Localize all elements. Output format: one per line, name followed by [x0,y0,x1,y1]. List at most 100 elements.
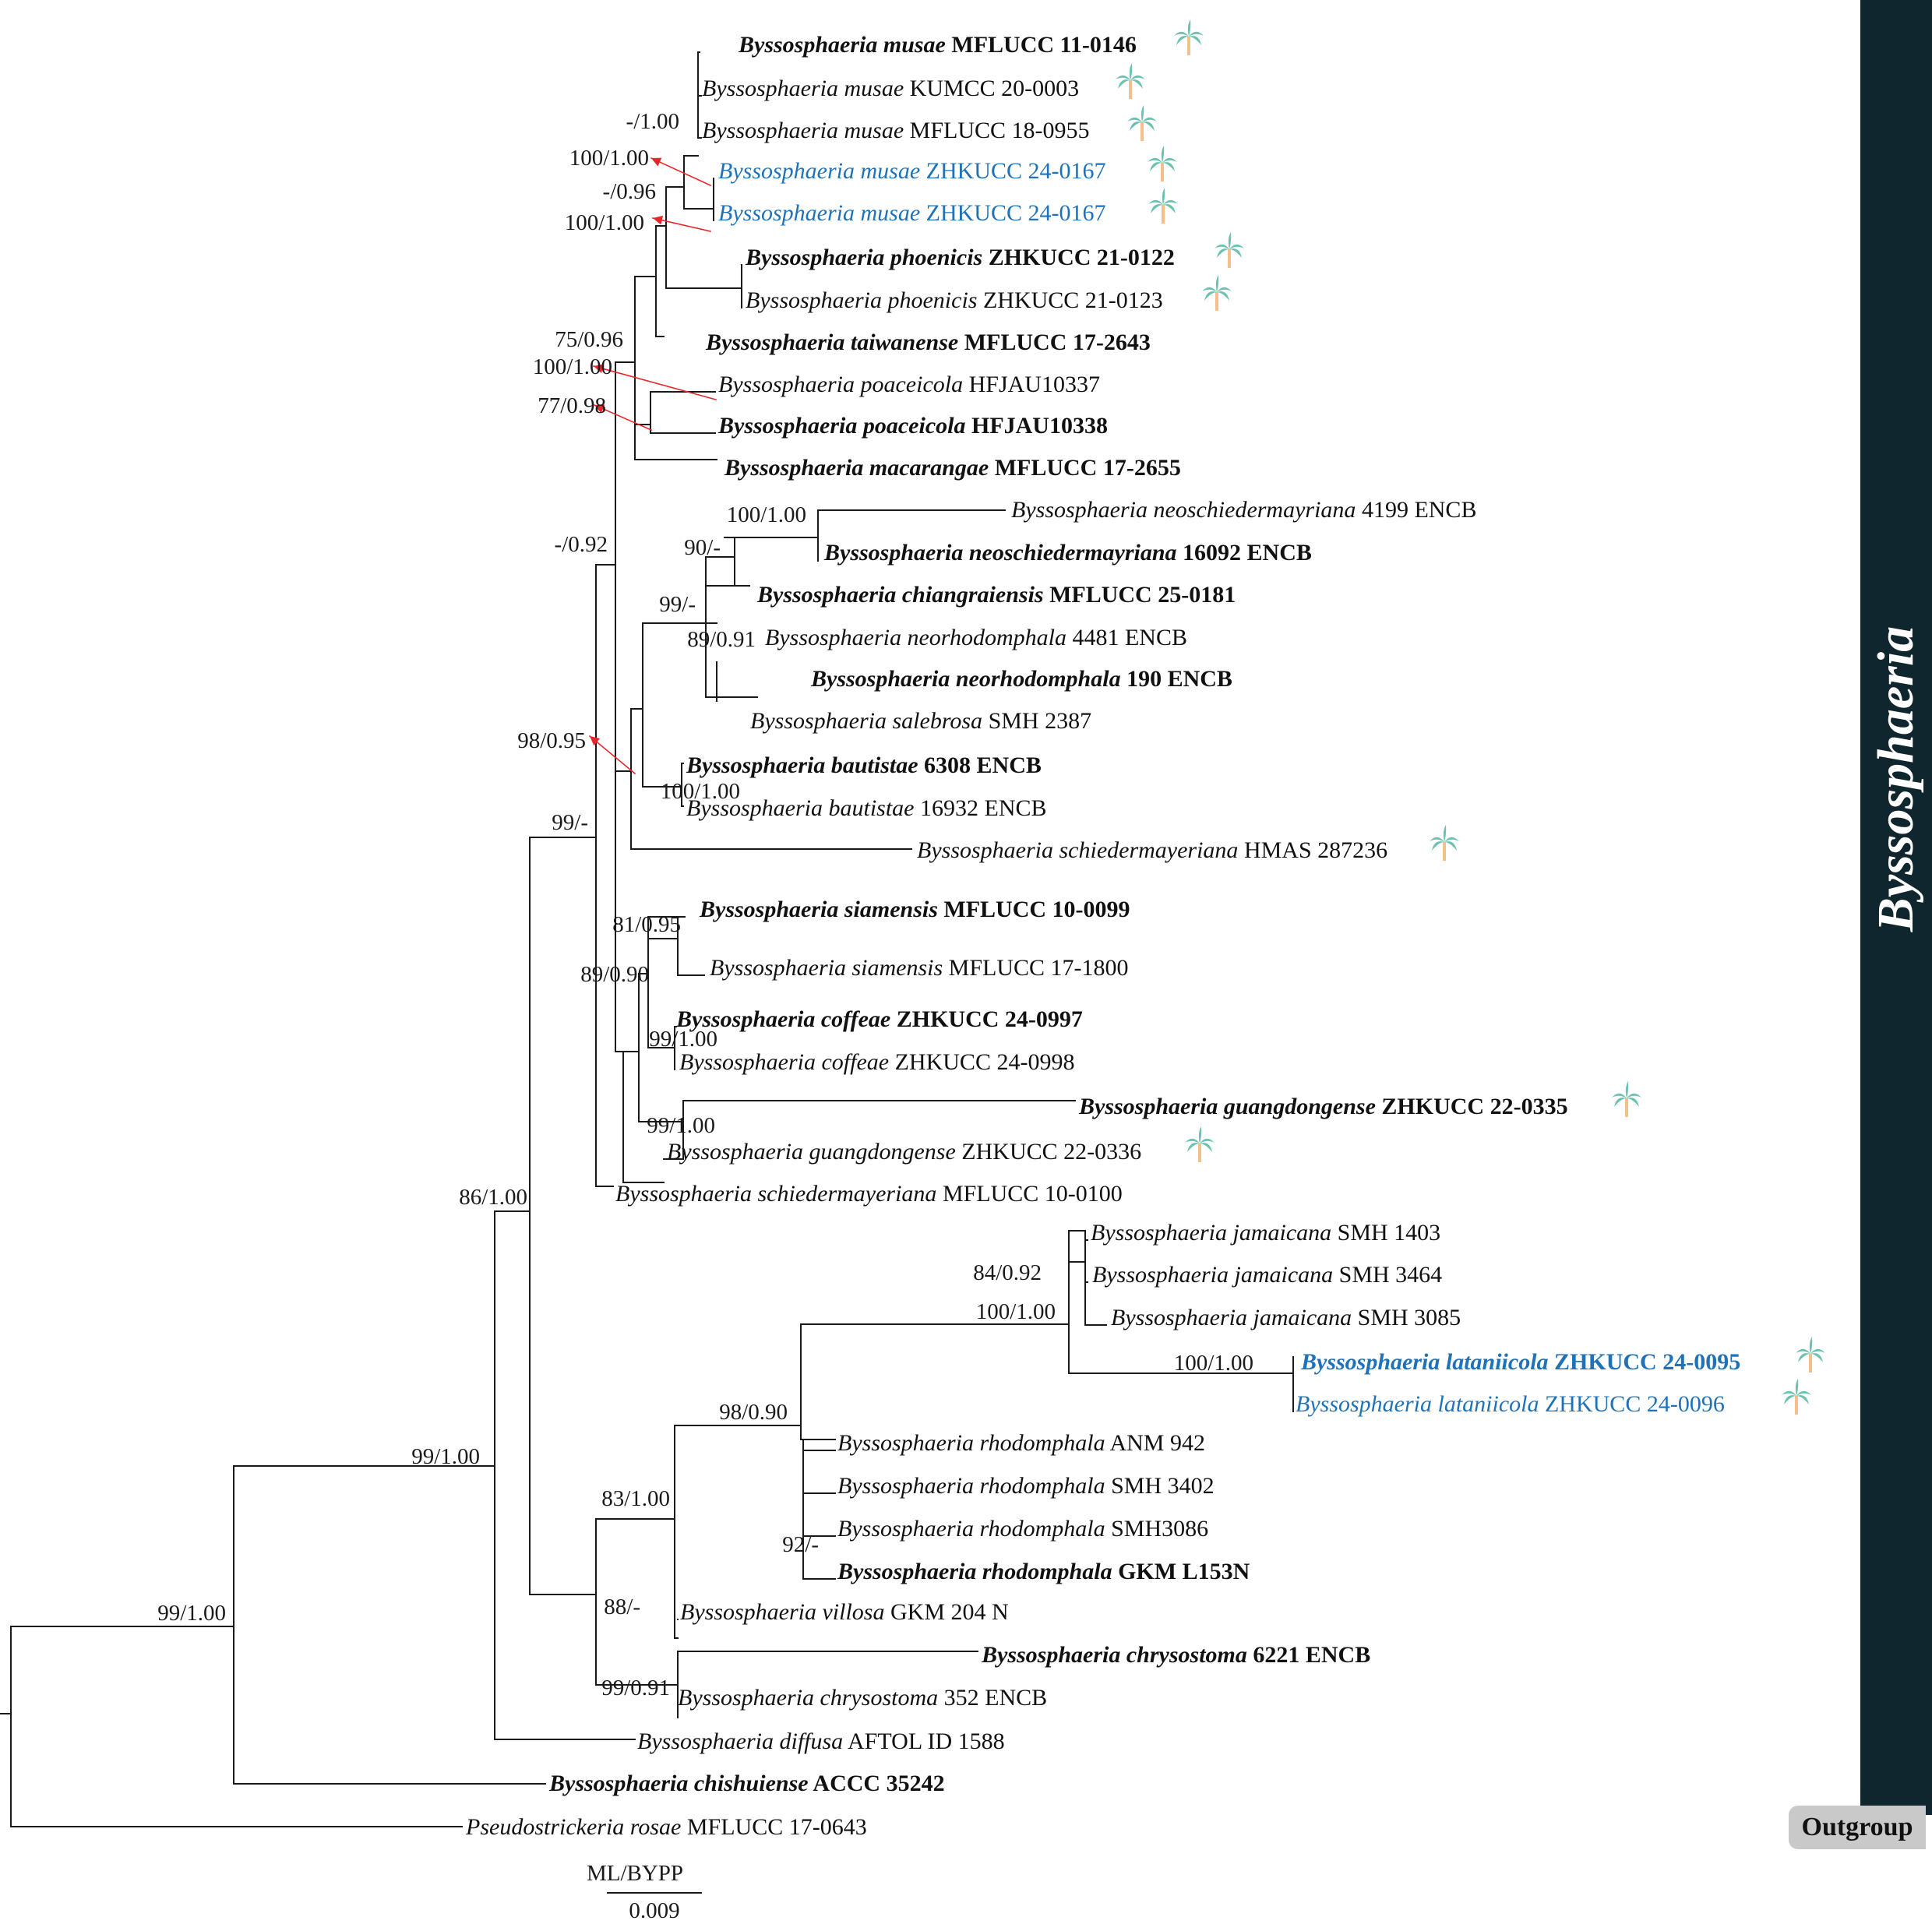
support-arrow [652,217,711,232]
taxon-label: Byssosphaeria rhodomphala SMH3086 [837,1516,1208,1542]
taxon-label: Byssosphaeria neoschiedermayriana 4199 E… [1011,497,1476,523]
tree-branches [0,51,1294,1827]
support-arrowhead [651,157,662,167]
taxon-label: Byssosphaeria musae ZHKUCC 24-0167 [718,158,1106,184]
support-value: 99/1.00 [157,1601,226,1626]
support-value: 86/1.00 [459,1185,527,1210]
taxon-label: Byssosphaeria musae MFLUCC 11-0146 [738,32,1137,58]
taxon-label: Byssosphaeria siamensis MFLUCC 17-1800 [710,955,1129,981]
support-arrowhead [653,215,664,225]
support-arrow [650,157,712,187]
taxon-label: Byssosphaeria musae ZHKUCC 24-0167 [718,200,1106,226]
palm-icon [1127,105,1157,141]
clade-label: Byssosphaeria [1867,625,1924,932]
taxon-label: Byssosphaeria salebrosa SMH 2387 [750,708,1091,734]
support-value: -/1.00 [626,109,679,134]
taxon-label: Byssosphaeria diffusa AFTOL ID 1588 [637,1728,1005,1754]
support-value: 99/1.00 [649,1027,717,1052]
palm-icon [1215,232,1244,268]
taxon-label: Byssosphaeria poaceicola HFJAU10337 [718,372,1100,397]
support-value: 75/0.96 [555,327,623,352]
support-value: 88/- [604,1595,640,1619]
outgroup-badge: Outgroup [1789,1806,1926,1849]
support-values: -/1.00100/1.00-/0.96100/1.0075/0.96100/1… [157,109,1253,1700]
support-value: 89/0.90 [580,962,649,987]
taxon-label: Byssosphaeria jamaicana SMH 1403 [1091,1220,1440,1246]
taxon-label: Byssosphaeria rhodomphala ANM 942 [837,1430,1205,1456]
support-value: 98/0.90 [719,1400,788,1425]
scale-legend: ML/BYPP 0.009 [587,1861,702,1923]
taxon-label: Byssosphaeria neoschiedermayriana 16092 … [823,540,1312,566]
support-value: 83/1.00 [601,1486,670,1511]
support-value: 92/- [782,1532,819,1557]
taxon-label: Byssosphaeria coffeae ZHKUCC 24-0997 [675,1006,1083,1032]
palm-icon [1430,825,1459,861]
taxon-label: Byssosphaeria musae KUMCC 20-0003 [702,76,1079,101]
palm-icon [1148,146,1177,181]
taxon-label: Byssosphaeria neorhodomphala 4481 ENCB [765,625,1187,650]
support-value: 81/0.95 [612,912,681,937]
scale-bar-label: 0.009 [629,1898,679,1923]
taxon-label: Byssosphaeria schiedermayeriana MFLUCC 1… [615,1181,1123,1207]
support-value: -/0.96 [603,179,656,204]
support-value: 99/- [659,592,696,617]
palm-icon [1782,1379,1811,1415]
support-legend: ML/BYPP [587,1861,683,1886]
palm-icon [1148,188,1178,224]
support-value: 99/1.00 [411,1444,480,1469]
taxon-label: Byssosphaeria neorhodomphala 190 ENCB [810,666,1232,692]
taxon-label: Byssosphaeria schiedermayeriana HMAS 287… [917,837,1387,863]
support-arrowhead [594,364,605,373]
taxon-labels: Byssosphaeria musae MFLUCC 11-0146Byssos… [465,32,1740,1840]
palm-icon [1612,1081,1641,1117]
taxon-label: Byssosphaeria poaceicola HFJAU10338 [717,413,1108,439]
support-value: 99/- [552,810,588,835]
taxon-label: Byssosphaeria lataniicola ZHKUCC 24-0096 [1296,1391,1725,1417]
support-value: 100/1.00 [565,210,644,235]
palm-icon [1796,1337,1825,1373]
taxon-label: Byssosphaeria phoenicis ZHKUCC 21-0122 [745,245,1175,270]
palm-icon [1202,275,1232,311]
taxon-label: Byssosphaeria coffeae ZHKUCC 24-0998 [679,1049,1074,1075]
taxon-label: Byssosphaeria chiangraiensis MFLUCC 25-0… [756,582,1236,608]
support-arrow [593,365,717,400]
support-arrows [588,157,717,775]
taxon-label: Byssosphaeria bautistae 6308 ENCB [686,752,1042,778]
taxon-label: Byssosphaeria bautistae 16932 ENCB [686,795,1047,821]
taxon-label: Byssosphaeria jamaicana SMH 3085 [1111,1305,1461,1330]
taxon-label: Pseudostrickeria rosae MFLUCC 17-0643 [465,1814,867,1840]
clade-bar [1860,0,1932,1815]
support-value: 100/1.00 [533,354,612,379]
palm-icon [1174,19,1204,55]
support-arrow [593,403,653,432]
support-value: 98/0.95 [517,728,586,753]
support-arrowhead [594,404,605,414]
support-value: 84/0.92 [973,1260,1042,1285]
support-value: 100/1.00 [569,146,649,171]
support-value: 100/1.00 [1174,1351,1253,1376]
support-arrow [588,735,636,775]
palm-icon [1116,63,1145,99]
taxon-label: Byssosphaeria siamensis MFLUCC 10-0099 [699,897,1130,922]
taxon-label: Byssosphaeria macarangae MFLUCC 17-2655 [724,455,1181,481]
taxon-label: Byssosphaeria jamaicana SMH 3464 [1092,1262,1442,1288]
taxon-label: Byssosphaeria musae MFLUCC 18-0955 [702,118,1090,143]
support-value: 99/0.91 [601,1676,670,1700]
palm-icon [1185,1126,1215,1162]
support-value: 100/1.00 [661,779,740,804]
taxon-label: Byssosphaeria guangdongense ZHKUCC 22-03… [1078,1094,1568,1119]
taxon-label: Byssosphaeria phoenicis ZHKUCC 21-0123 [746,287,1163,313]
support-value: 90/- [684,535,721,560]
taxon-label: Byssosphaeria taiwanense MFLUCC 17-2643 [705,329,1151,355]
taxon-label: Byssosphaeria chishuiense ACCC 35242 [548,1771,945,1796]
taxon-label: Byssosphaeria rhodomphala SMH 3402 [837,1473,1215,1499]
support-arrowhead [590,736,601,746]
support-value: 77/0.98 [538,393,606,418]
taxon-label: Byssosphaeria rhodomphala GKM L153N [837,1559,1250,1584]
palm-host-icons [1116,19,1825,1415]
support-value: 100/1.00 [727,502,806,527]
taxon-label: Byssosphaeria chrysostoma 352 ENCB [678,1685,1047,1711]
support-value: 100/1.00 [976,1299,1056,1324]
